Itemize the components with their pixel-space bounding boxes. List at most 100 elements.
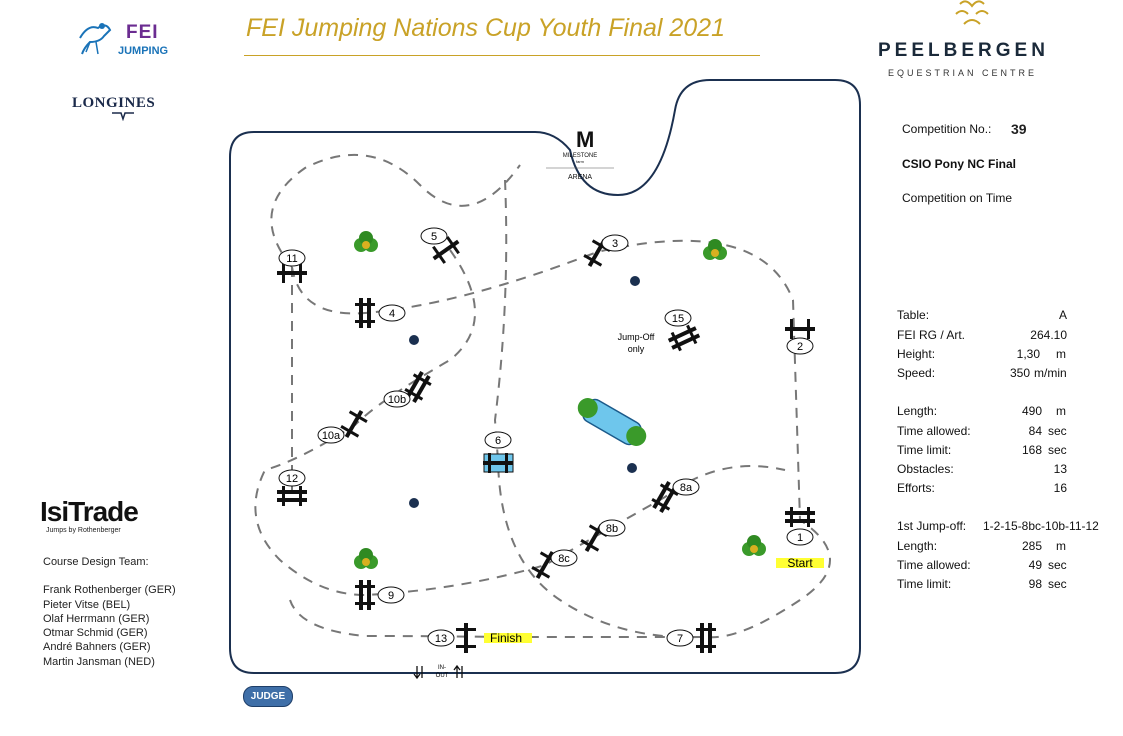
inout-label: IN- (438, 665, 446, 671)
arena-logo-name: MILESTONE (563, 153, 598, 159)
course-value: 84 (1028, 424, 1042, 438)
course-value: 13 (1053, 462, 1067, 476)
course-label: Time allowed: (897, 424, 971, 438)
judge-badge: JUDGE (243, 686, 293, 707)
fei-jumping-text: JUMPING (118, 45, 169, 57)
jumpoff-row-unit: m (1056, 539, 1066, 553)
design-team-member: Pieter Vitse (BEL) (43, 599, 131, 611)
post-icon (409, 498, 419, 508)
spec-value: 264.10 (1030, 328, 1067, 342)
obstacle-label: 7 (677, 633, 683, 645)
post-icon (630, 276, 640, 286)
course-unit: sec (1048, 424, 1067, 438)
fei-horse-icon (79, 23, 112, 55)
design-team-title: Course Design Team: (43, 556, 149, 568)
spec-value: A (1058, 308, 1067, 322)
arena-logo-arena: ARENA (568, 174, 592, 181)
jumpoff-only-label: Jump-Off (618, 332, 655, 342)
obstacle-12: 12 (277, 469, 307, 506)
page-title: FEI Jumping Nations Cup Youth Final 2021 (246, 14, 725, 42)
obstacle-label: 8a (680, 482, 693, 494)
obstacle-3: 3 (580, 234, 629, 271)
spec-value: 350 (1009, 366, 1030, 380)
spec-unit: m (1056, 347, 1066, 361)
obstacle-7: 7 (666, 623, 716, 653)
obstacle-4: 4 (355, 298, 406, 328)
out-arrow-icon (453, 664, 463, 678)
jumpoff-row-value: 49 (1028, 558, 1042, 572)
design-team-member: Martin Jansman (NED) (43, 656, 155, 668)
obstacle-5: 5 (420, 227, 465, 267)
obstacle-8a: 8a (648, 478, 700, 515)
design-team-member: Otmar Schmid (GER) (43, 627, 148, 639)
course-label: Length: (897, 404, 938, 418)
arena-logo-small: farm (576, 159, 585, 164)
obstacle-10b: 10b (383, 369, 435, 408)
design-team-member: Olaf Herrmann (GER) (43, 613, 150, 625)
jumpoff-row-value: 98 (1028, 577, 1042, 591)
obstacle-label: 2 (797, 341, 803, 353)
jumpoff-only-label: only (628, 344, 645, 354)
obstacle-label: 6 (495, 435, 501, 447)
peelbergen-emblem-icon (955, 0, 989, 25)
obstacle-label: 8b (606, 523, 618, 535)
spec-label: Speed: (897, 366, 936, 380)
competition-name: CSIO Pony NC Final (902, 157, 1017, 171)
obstacle-label: 3 (612, 238, 618, 250)
inout-label: OUT (436, 673, 449, 679)
competition-number-label: Competition No.: (902, 122, 992, 136)
start-label: Start (787, 556, 813, 570)
spec-value: 1,30 (1016, 347, 1040, 361)
obstacle-label: 10a (322, 430, 341, 442)
spec-label: FEI RG / Art. (897, 328, 966, 342)
obstacle-label: 11 (286, 253, 297, 265)
sponsor-logo: IsiTrade (40, 496, 139, 527)
tree-icon (354, 548, 378, 569)
in-arrow-icon (413, 666, 423, 680)
jumpoff-row-label: Time limit: (897, 577, 952, 591)
longines-wings-icon (112, 112, 134, 121)
spec-label: Height: (897, 347, 936, 361)
jumpoff-row-label: Time allowed: (897, 558, 971, 572)
finish-highlight (484, 633, 532, 643)
obstacle-13: 13 (427, 623, 476, 653)
jumpoff-row-label: Length: (897, 539, 938, 553)
finish-label: Finish (490, 631, 522, 645)
course-label: Time limit: (897, 443, 952, 457)
jumpoff-sequence: 1-2-15-8bc-10b-11-12 (983, 519, 1099, 533)
jumpoff-row-value: 285 (1021, 539, 1042, 553)
start-highlight (776, 558, 824, 568)
obstacle-10a: 10a (317, 406, 371, 444)
design-team-member: Frank Rothenberger (GER) (43, 584, 176, 596)
design-team-member: André Bahners (GER) (43, 641, 151, 653)
title-underline (244, 55, 760, 56)
obstacle-label: 10b (388, 394, 406, 406)
fei-logo-text: FEI (126, 22, 159, 43)
course-unit: m (1056, 404, 1066, 418)
water-feature-icon (577, 398, 647, 446)
course-value: 168 (1021, 443, 1042, 457)
tree-icon (354, 231, 378, 252)
course-label: Efforts: (897, 481, 935, 495)
obstacle-label: 4 (389, 308, 395, 320)
course-label: Obstacles: (897, 462, 954, 476)
obstacle-9: 9 (355, 580, 405, 610)
longines-logo: LONGINES (72, 95, 156, 111)
post-icon (627, 463, 637, 473)
spec-label: Table: (897, 308, 930, 322)
venue-subtitle: EQUESTRIAN CENTRE (888, 68, 1038, 78)
obstacle-11: 11 (277, 249, 307, 283)
obstacle-label: 8c (558, 553, 570, 565)
obstacle-label: 9 (388, 590, 394, 602)
obstacle-2: 2 (785, 319, 815, 355)
obstacle-label: 15 (672, 313, 684, 325)
jumpoff-label: 1st Jump-off: (897, 519, 967, 533)
jumpoff-row-unit: sec (1048, 577, 1067, 591)
tree-icon (742, 535, 766, 556)
obstacle-6: 6 (483, 431, 514, 473)
course-value: 16 (1053, 481, 1067, 495)
spec-unit: m/min (1034, 366, 1067, 380)
course-unit: sec (1048, 443, 1067, 457)
post-icon (409, 335, 419, 345)
